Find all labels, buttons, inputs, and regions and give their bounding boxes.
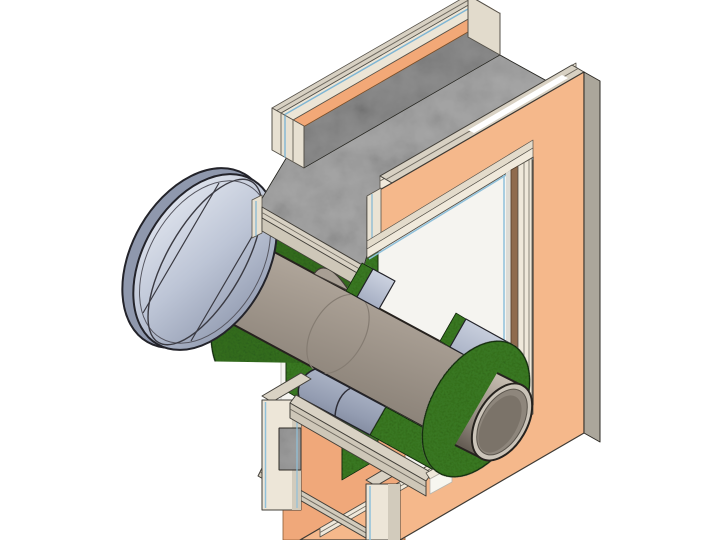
pipe-end-bore	[478, 395, 522, 453]
insulation-jacket-cap	[132, 173, 278, 351]
opening-top-membrane	[368, 157, 534, 260]
sill-rail-seam	[289, 408, 427, 488]
left-rail-seam	[261, 212, 365, 272]
jacket-lower-shell-seam	[334, 387, 352, 417]
jacket-cap-rim-ring	[139, 180, 271, 344]
far-rail-top-seam	[275, 0, 470, 112]
top-gap-white	[468, 75, 568, 133]
post-2-beige-strip	[388, 484, 400, 540]
post-1-concrete-inset	[278, 427, 302, 471]
jacket-stub-top	[356, 268, 396, 310]
sill-rail-front	[289, 402, 427, 497]
left-rail-cap	[251, 194, 263, 239]
far-rail-membrane-line	[283, 1, 481, 116]
far-rail-right-cap	[467, 0, 501, 56]
jacket-lower-shell	[297, 368, 387, 436]
wall-right-end-face	[583, 71, 601, 443]
jacket-cap-seam-chord-2	[142, 182, 220, 314]
jacket-cap-seam-arcs	[147, 178, 263, 346]
lintel-board-band-1	[366, 147, 534, 259]
